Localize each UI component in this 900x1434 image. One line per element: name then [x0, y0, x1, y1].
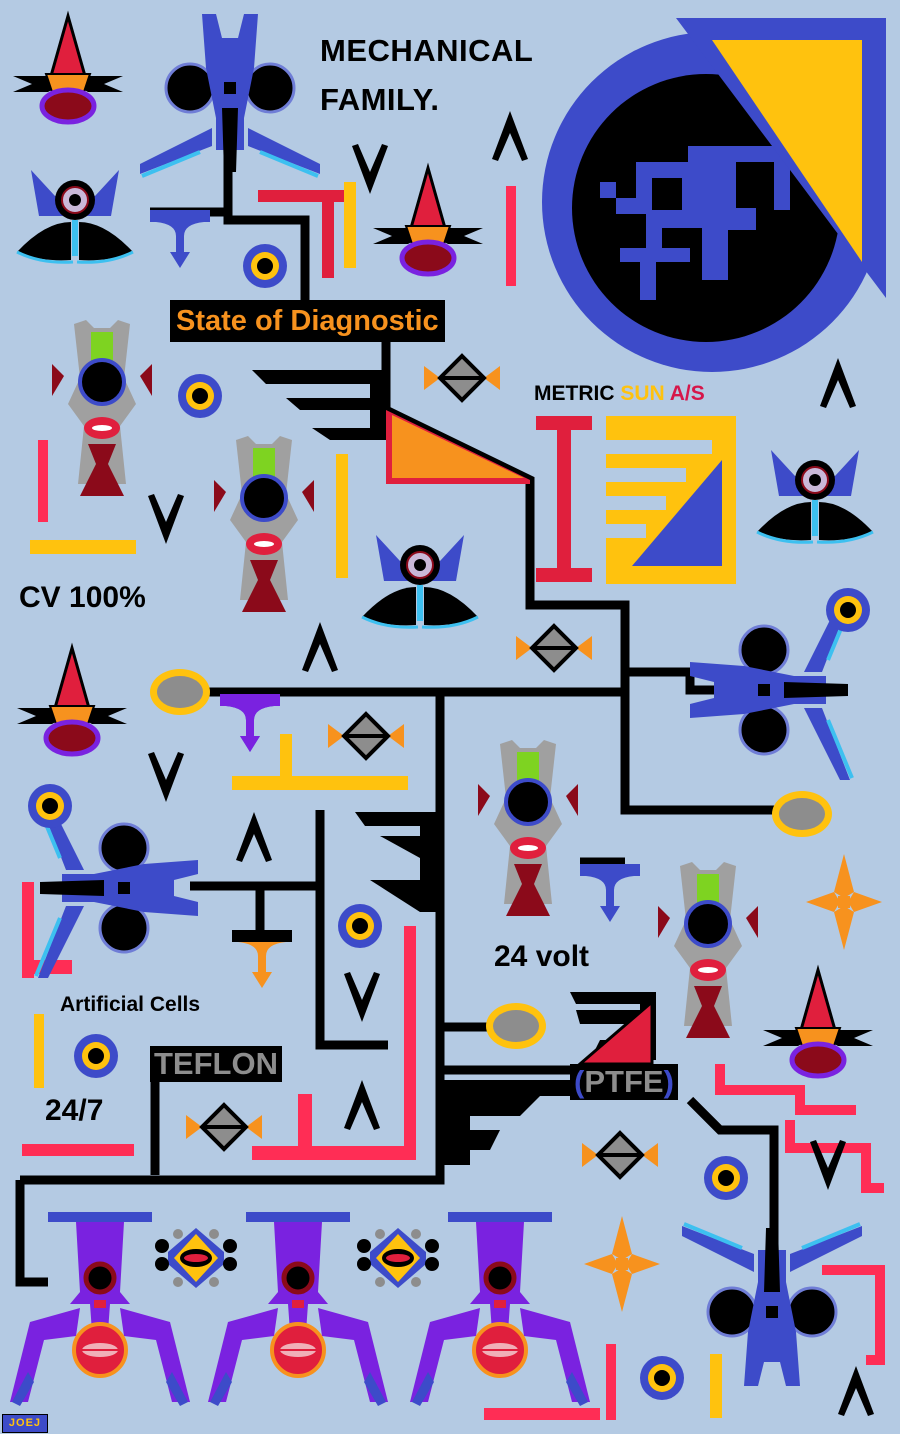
logo-emblem [542, 18, 886, 372]
chevron-up-mark [838, 1366, 874, 1416]
chevron-down-mark [344, 972, 380, 1022]
twin-eye-bot [138, 12, 322, 178]
yellow-oval [486, 1003, 546, 1049]
cell-creature [357, 1228, 439, 1288]
chevron-up-mark [302, 622, 338, 672]
cell-creature [155, 1228, 237, 1288]
cone-robot [373, 168, 483, 274]
diamond-gem [326, 712, 406, 760]
diamond-gem [514, 624, 594, 672]
chevron-up-mark [820, 358, 856, 408]
orange-star [584, 1216, 660, 1312]
ptfe-text: PTFE [584, 1064, 664, 1099]
hours-label: 24/7 [45, 1094, 104, 1127]
orange-star [806, 854, 882, 950]
cone-robot [13, 16, 123, 122]
yellow-oval [772, 791, 832, 837]
tall-robot [476, 738, 580, 918]
metric-sun-label: METRIC SUN A/S [534, 382, 705, 406]
artist-signature: JOEJ [2, 1414, 48, 1433]
cone-robot [17, 648, 127, 754]
plug-connector [232, 930, 292, 988]
metric-box [536, 416, 736, 584]
ring-dot [28, 784, 72, 828]
metric-text: METRIC [534, 382, 615, 405]
diamond-gem [422, 354, 502, 402]
chevron-up-mark [344, 1080, 380, 1130]
ring-dot [640, 1356, 684, 1400]
purple-robot [410, 1212, 590, 1406]
chevron-up-mark [492, 111, 528, 161]
color-bars [22, 182, 885, 1420]
chevron-down-mark [352, 144, 388, 194]
eye-robot [755, 448, 875, 544]
cv-label: CV 100% [19, 581, 146, 614]
as-text: A/S [669, 382, 705, 405]
ptfe-label: (PTFE) [570, 1064, 678, 1100]
ptfe-close-paren: ) [663, 1064, 674, 1099]
plug-connector [150, 210, 210, 268]
ring-dot [826, 588, 870, 632]
tall-robot [212, 434, 316, 614]
twin-eye-bot [680, 1222, 864, 1388]
chevron-up-mark [236, 812, 272, 862]
cone-robot [763, 970, 873, 1076]
diamond-gem [580, 1131, 660, 1179]
teflon-label: TEFLON [150, 1046, 282, 1082]
plug-connector [580, 864, 640, 922]
ptfe-open-paren: ( [574, 1064, 585, 1099]
ring-dot [338, 904, 382, 948]
yellow-oval [150, 669, 210, 715]
chevron-down-mark [148, 494, 184, 544]
plug-connector [220, 694, 280, 752]
ring-dot [243, 244, 287, 288]
ring-dot [704, 1156, 748, 1200]
tall-robot [656, 860, 760, 1040]
title-line-2: FAMILY. [320, 82, 440, 117]
chevron-down-mark [148, 752, 184, 802]
artificial-cells-label: Artificial Cells [60, 993, 201, 1016]
volt-label: 24 volt [494, 940, 590, 973]
title-line-1: MECHANICAL [320, 33, 534, 68]
ring-dot [178, 374, 222, 418]
diamond-gem [184, 1103, 264, 1151]
triangles [386, 410, 654, 1066]
ring-dot [74, 1034, 118, 1078]
tall-robot [50, 318, 154, 498]
state-of-diagnostic-label: State of Diagnostic [170, 300, 445, 342]
eye-robot [360, 533, 480, 629]
twin-eye-bot [688, 598, 854, 782]
eye-robot [15, 168, 135, 264]
sun-text: SUN [620, 382, 665, 405]
